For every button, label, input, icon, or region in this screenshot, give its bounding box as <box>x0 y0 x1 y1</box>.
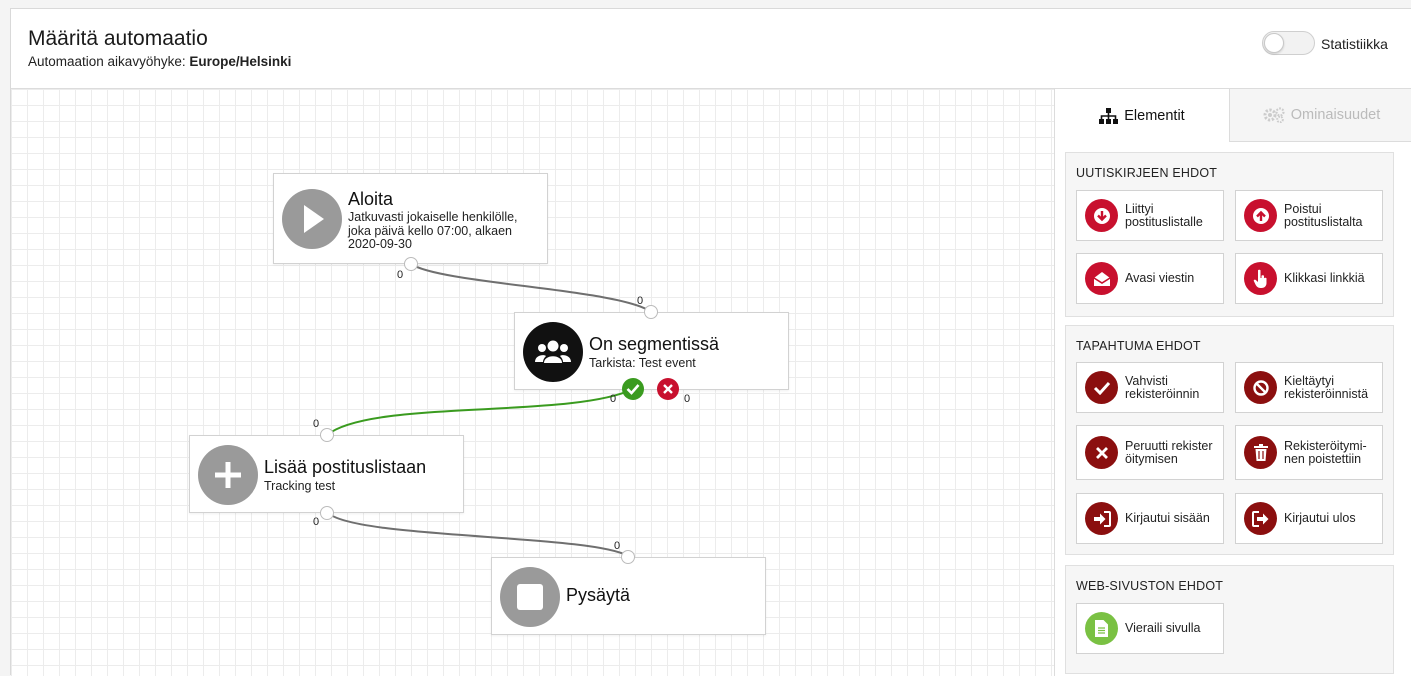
segment-no-port[interactable] <box>657 378 679 400</box>
timezone-info: Automaation aikavyöhyke: Europe/Helsinki <box>28 54 291 69</box>
sign-in-icon <box>1085 502 1118 535</box>
element-logged-out[interactable]: Kirjautui ulos <box>1235 493 1383 544</box>
node-segment-input-port[interactable] <box>644 305 658 319</box>
arrow-up-circle-icon <box>1244 199 1277 232</box>
timezone-label: Automaation aikavyöhyke: <box>28 54 190 69</box>
element-clicked-link[interactable]: Klikkasi linkkiä <box>1235 253 1383 304</box>
users-icon <box>523 322 583 382</box>
section-website-conditions: WEB-SIVUSTON EHDOT Vieraili sivulla <box>1065 565 1394 674</box>
check-icon <box>626 384 640 395</box>
node-stop[interactable]: Pysäytä <box>491 557 766 635</box>
element-registration-deleted[interactable]: Rekisteröitymi-nen poistettiin <box>1235 425 1383 480</box>
node-segment-desc: Tarkista: Test event <box>589 356 696 370</box>
file-icon <box>1085 612 1118 645</box>
panel-tabs: Elementit Ominaisuudet <box>1055 89 1411 142</box>
node-start-desc: Jatkuvasti jokaiselle henkilölle, joka p… <box>348 210 544 252</box>
node-start-output-count: 0 <box>397 269 404 281</box>
element-visited-page[interactable]: Vieraili sivulla <box>1076 603 1224 654</box>
element-label: Avasi viestin <box>1125 271 1195 285</box>
times-icon <box>1085 436 1118 469</box>
statistics-toggle[interactable] <box>1262 31 1315 55</box>
sitemap-icon <box>1099 107 1119 124</box>
element-label: Peruutti rekisteröitymisen <box>1125 438 1213 466</box>
element-logged-in[interactable]: Kirjautui sisään <box>1076 493 1224 544</box>
times-icon <box>663 384 673 394</box>
node-segment-title: On segmentissä <box>589 334 720 354</box>
gears-icon <box>1263 107 1285 123</box>
element-declined-registration[interactable]: Kieltäytyi rekisteröinnistä <box>1235 362 1383 413</box>
tab-elements-label: Elementit <box>1124 107 1185 124</box>
element-label: Kieltäytyi rekisteröinnistä <box>1284 373 1369 401</box>
node-add-desc: Tracking test <box>264 479 336 493</box>
node-stop-title: Pysäytä <box>566 585 631 605</box>
section-title: WEB-SIVUSTON EHDOT <box>1076 579 1224 593</box>
section-title: TAPAHTUMA EHDOT <box>1076 339 1201 353</box>
node-add-input-port[interactable] <box>320 428 334 442</box>
element-label: Rekisteröitymi-nen poistettiin <box>1284 438 1367 466</box>
page-title: Määritä automaatio <box>28 27 208 50</box>
node-start-desc-line: joka päivä kello 07:00, alkaen <box>348 223 513 238</box>
tab-elements[interactable]: Elementit <box>1055 89 1230 142</box>
workflow-canvas[interactable]: Aloita Jatkuvasti jokaiselle henkilölle,… <box>11 89 1054 676</box>
stop-icon <box>500 567 560 627</box>
check-icon <box>1085 371 1118 404</box>
automation-editor: Määritä automaatio Automaation aikavyöhy… <box>10 8 1411 676</box>
node-start-title: Aloita <box>348 189 394 209</box>
node-start-desc-line: Jatkuvasti jokaiselle henkilölle, <box>348 210 518 224</box>
connection-wires <box>326 263 652 557</box>
element-label: Klikkasi linkkiä <box>1284 271 1365 285</box>
section-newsletter-conditions: UUTISKIRJEEN EHDOT Liittyi postituslista… <box>1065 152 1394 317</box>
wire-start-to-segment <box>410 263 652 313</box>
element-label: Vieraili sivulla <box>1125 621 1201 635</box>
element-cancelled-registration[interactable]: Peruutti rekisteröitymisen <box>1076 425 1224 480</box>
statistics-toggle-label: Statistiikka <box>1321 36 1388 52</box>
segment-yes-count: 0 <box>610 393 617 405</box>
plus-icon <box>198 445 258 505</box>
node-add-output-count: 0 <box>313 516 320 528</box>
wire-add-to-stop <box>326 511 629 557</box>
sign-out-icon <box>1244 502 1277 535</box>
section-title: UUTISKIRJEEN EHDOT <box>1076 166 1218 180</box>
element-label: Vahvisti rekisteröinnin <box>1125 373 1200 401</box>
node-add-title: Lisää postituslistaan <box>264 457 427 477</box>
envelope-open-icon <box>1085 262 1118 295</box>
play-icon <box>282 189 342 249</box>
element-joined-list[interactable]: Liittyi postituslistalle <box>1076 190 1224 241</box>
toggle-knob <box>1264 33 1284 53</box>
editor-header: Määritä automaatio Automaation aikavyöhy… <box>11 9 1411 89</box>
timezone-value: Europe/Helsinki <box>189 54 292 69</box>
trash-icon <box>1244 436 1277 469</box>
node-start-desc-line: 2020-09-30 <box>348 237 412 251</box>
elements-panel: Elementit Ominaisuudet UUTISKIRJEEN EHDO… <box>1054 89 1411 676</box>
tab-properties[interactable]: Ominaisuudet <box>1230 89 1411 142</box>
node-add-input-count: 0 <box>313 418 320 430</box>
node-start[interactable]: Aloita Jatkuvasti jokaiselle henkilölle,… <box>273 173 548 264</box>
tab-properties-label: Ominaisuudet <box>1290 107 1381 123</box>
wire-segment-yes-to-add <box>326 388 634 436</box>
section-event-conditions: TAPAHTUMA EHDOT Vahvisti rekisteröinnin … <box>1065 325 1394 555</box>
segment-no-count: 0 <box>684 393 691 405</box>
element-label: Poistui postituslistalta <box>1284 201 1363 229</box>
node-segment[interactable]: On segmentissä Tarkista: Test event <box>514 312 789 390</box>
segment-yes-port[interactable] <box>622 378 644 400</box>
node-stop-input-count: 0 <box>614 540 621 552</box>
node-segment-input-count: 0 <box>637 295 644 307</box>
element-confirmed-registration[interactable]: Vahvisti rekisteröinnin <box>1076 362 1224 413</box>
node-add-to-list[interactable]: Lisää postituslistaan Tracking test <box>189 435 464 513</box>
element-opened-message[interactable]: Avasi viestin <box>1076 253 1224 304</box>
element-label: Kirjautui ulos <box>1284 511 1356 525</box>
element-label: Liittyi postituslistalle <box>1125 201 1203 229</box>
node-stop-input-port[interactable] <box>621 550 635 564</box>
hand-pointer-icon <box>1244 262 1277 295</box>
node-start-output-port[interactable] <box>404 257 418 271</box>
element-label: Kirjautui sisään <box>1125 511 1210 525</box>
node-add-output-port[interactable] <box>320 506 334 520</box>
arrow-down-circle-icon <box>1085 199 1118 232</box>
element-left-list[interactable]: Poistui postituslistalta <box>1235 190 1383 241</box>
ban-icon <box>1244 371 1277 404</box>
